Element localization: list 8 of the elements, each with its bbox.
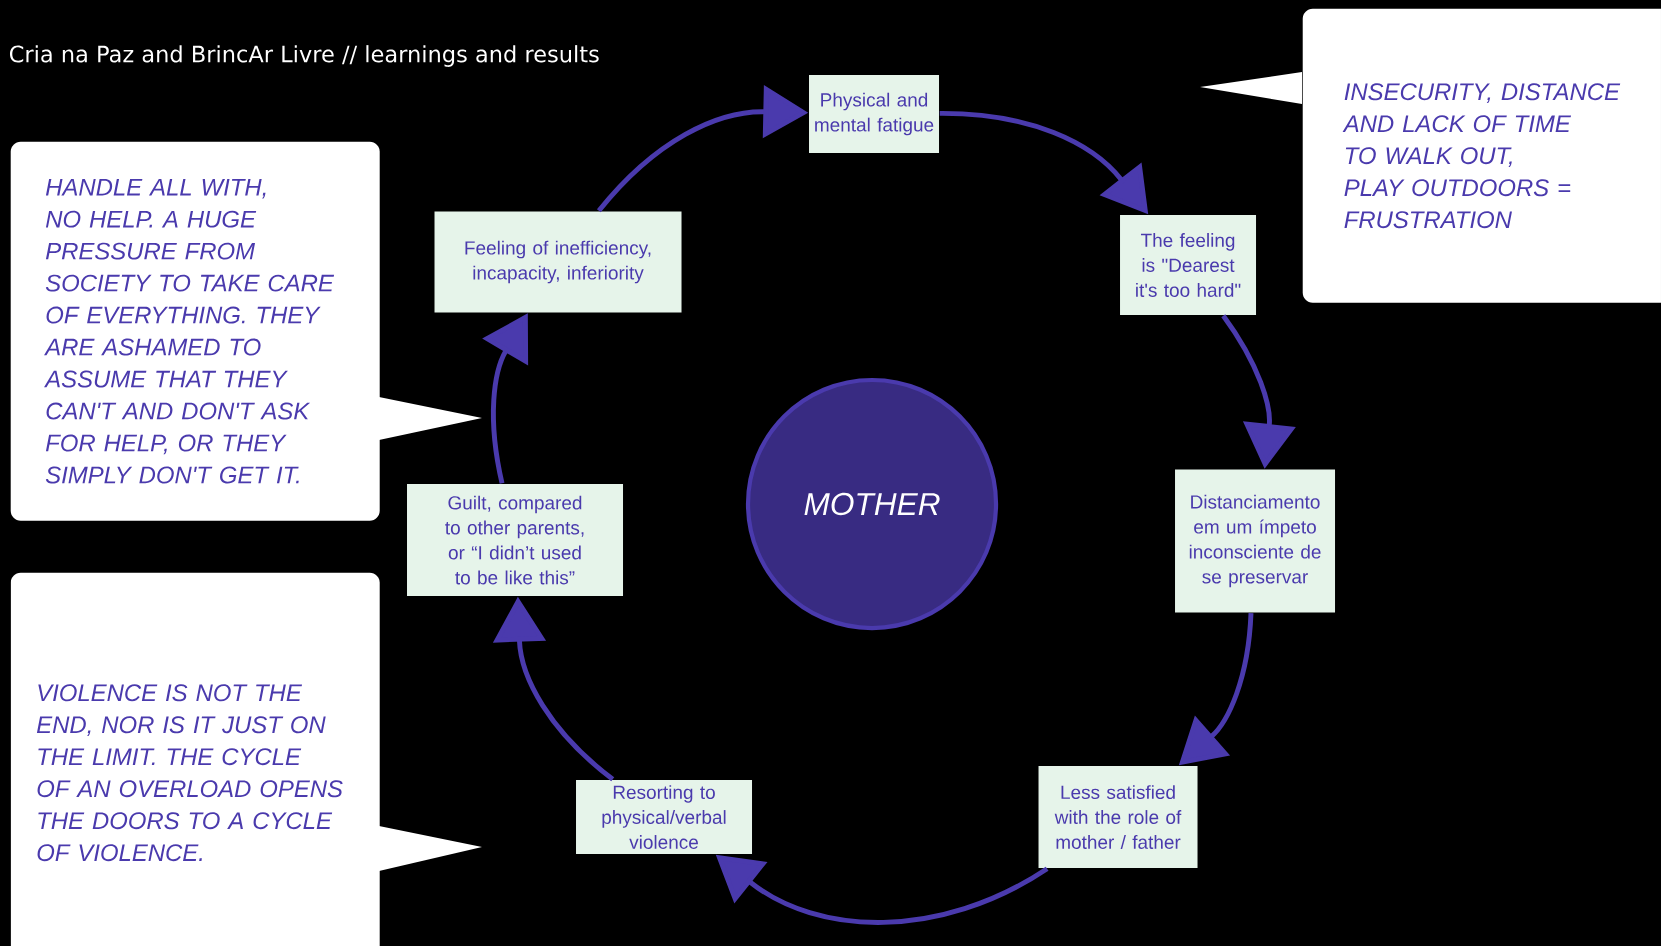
step-box: Less satisfied with the role of mother / father <box>1038 766 1198 868</box>
title: Cria na Paz and BrincAr Livre // learnings and results <box>9 45 599 67</box>
step-box: Feeling of inefficiency, incapacity, inferiority <box>434 211 682 313</box>
step-box: Physical and mental fatigue <box>809 75 939 153</box>
step-box: Guilt, compared to other parents, or “I didn’t used to be like this” <box>407 484 623 596</box>
step-box: Distanciamento em um ímpeto inconsciente de se preservar <box>1175 469 1336 613</box>
step-box: The feeling is "Dearest it's too hard" <box>1120 215 1256 315</box>
step-box: Resorting to physical/verbal violence <box>576 780 752 854</box>
